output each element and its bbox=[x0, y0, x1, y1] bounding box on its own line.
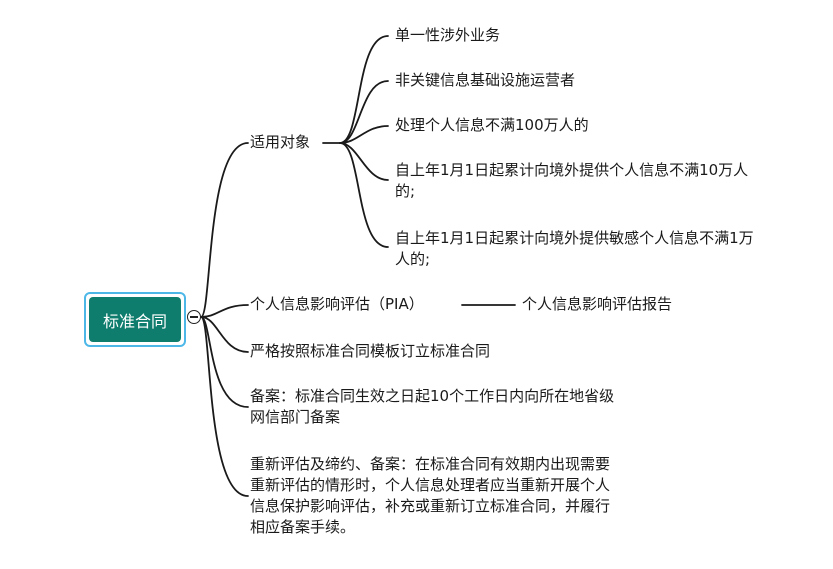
node-applicable-child-5[interactable]: 自上年1月1日起累计向境外提供敏感个人信息不满1万人的; bbox=[395, 229, 754, 268]
root-label: 标准合同 bbox=[89, 297, 181, 342]
connector-pia bbox=[200, 304, 249, 318]
connector-child-1 bbox=[339, 35, 389, 144]
node-pia-report[interactable]: 个人信息影响评估报告 bbox=[522, 295, 673, 313]
collapse-toggle-icon[interactable] bbox=[187, 310, 201, 324]
node-applicable-child-4[interactable]: 自上年1月1日起累计向境外提供个人信息不满10万人的; bbox=[395, 161, 749, 200]
node-applicable-child-3[interactable]: 处理个人信息不满100万人的 bbox=[395, 116, 589, 134]
connector-template bbox=[200, 316, 249, 353]
node-filing[interactable]: 备案：标准合同生效之日起10个工作日内向所在地省级网信部门备案 bbox=[250, 387, 615, 426]
connector-child-2 bbox=[339, 80, 389, 144]
root-node[interactable]: 标准合同 bbox=[84, 292, 186, 347]
connector-child-5 bbox=[339, 142, 389, 248]
node-pia[interactable]: 个人信息影响评估（PIA） bbox=[250, 295, 424, 313]
node-applicable-child-1[interactable]: 单一性涉外业务 bbox=[395, 26, 501, 44]
connector-child-3 bbox=[339, 125, 389, 144]
node-applicable[interactable]: 适用对象 bbox=[250, 133, 311, 151]
node-reassess[interactable]: 重新评估及缔约、备案：在标准合同有效期内出现需要重新评估的情形时，个人信息处理者… bbox=[250, 455, 611, 536]
node-applicable-child-2[interactable]: 非关键信息基础设施运营者 bbox=[395, 71, 576, 89]
connector-reassess bbox=[200, 316, 249, 497]
connector-applicable bbox=[200, 142, 249, 318]
node-template[interactable]: 严格按照标准合同模板订立标准合同 bbox=[250, 342, 491, 360]
